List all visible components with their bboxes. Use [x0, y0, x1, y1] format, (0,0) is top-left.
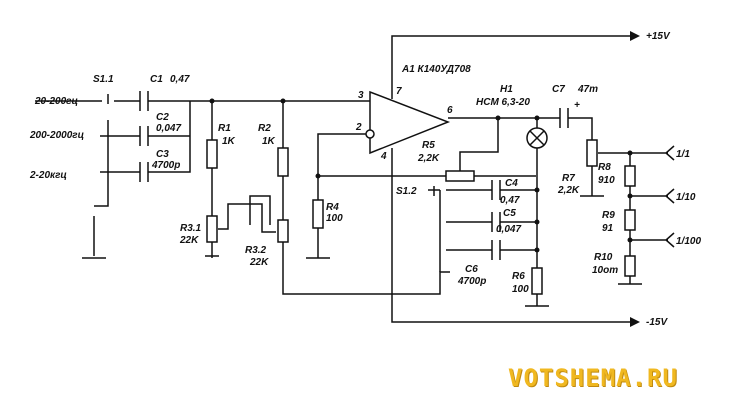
positive-rail: +15V [391, 31, 671, 99]
switch-s1-1: S1.1 [35, 74, 140, 259]
svg-text:R3.2: R3.2 [245, 245, 267, 256]
svg-text:91: 91 [602, 223, 614, 234]
svg-text:1K: 1K [222, 136, 236, 147]
svg-text:0,47: 0,47 [500, 195, 520, 206]
capacitor-c6: C6 4700p [446, 240, 537, 287]
svg-text:-15V: -15V [646, 317, 668, 328]
svg-text:R1: R1 [218, 123, 231, 134]
resistor-r6: R6 100 [512, 267, 549, 307]
svg-text:100: 100 [512, 284, 529, 295]
svg-text:1/10: 1/10 [676, 192, 696, 203]
svg-text:+: + [574, 100, 580, 111]
svg-text:S1.1: S1.1 [93, 74, 114, 85]
svg-text:0,47: 0,47 [170, 74, 190, 85]
svg-text:7: 7 [396, 86, 402, 97]
svg-text:200-2000гц: 200-2000гц [29, 130, 84, 141]
svg-text:1/100: 1/100 [676, 236, 701, 247]
svg-text:100: 100 [326, 213, 343, 224]
svg-text:0,047: 0,047 [156, 123, 181, 134]
svg-text:2,2K: 2,2K [417, 153, 440, 164]
svg-text:47m: 47m [577, 84, 598, 95]
inverting-input [317, 133, 366, 180]
svg-text:2-20кгц: 2-20кгц [29, 170, 67, 181]
capacitor-c5: C5 0,047 [446, 208, 537, 235]
svg-text:C4: C4 [505, 178, 518, 189]
svg-text:C6: C6 [465, 264, 478, 275]
svg-text:C2: C2 [156, 112, 169, 123]
svg-text:3: 3 [358, 90, 364, 101]
svg-text:R10: R10 [594, 252, 613, 263]
svg-text:C3: C3 [156, 149, 169, 160]
svg-text:22K: 22K [179, 235, 199, 246]
svg-text:S1.2: S1.2 [396, 186, 417, 197]
range-labels: 20-200гц 200-2000гц 2-20кгц [29, 96, 140, 181]
output-terminal-1-1: 1/1 [630, 145, 690, 161]
svg-text:4700p: 4700p [457, 276, 486, 287]
svg-text:R9: R9 [602, 210, 615, 221]
output-terminal-1-10: 1/10 [630, 188, 696, 204]
svg-text:6: 6 [447, 105, 453, 116]
svg-text:910: 910 [598, 175, 615, 186]
svg-text:HCM 6,3-20: HCM 6,3-20 [476, 97, 530, 108]
svg-text:0,047: 0,047 [496, 224, 521, 235]
resistor-r4: R4 100 [306, 180, 343, 259]
capacitor-c2: C2 0,047 [139, 112, 181, 146]
svg-text:C5: C5 [503, 208, 516, 219]
resistor-r10: R10 10om [592, 240, 642, 285]
resistor-r3-2: R3.2 22K [245, 195, 289, 268]
output-terminal-1-100: 1/100 [630, 232, 701, 248]
watermark-logo: VOTSHEMA.RU [508, 364, 678, 392]
svg-text:R5: R5 [422, 140, 435, 151]
svg-text:R3.1: R3.1 [180, 223, 202, 234]
resistor-r8: R8 910 [598, 153, 636, 196]
svg-text:R7: R7 [562, 173, 575, 184]
resistor-r7: R7 2,2K [557, 139, 630, 197]
svg-text:C1: C1 [150, 74, 163, 85]
svg-text:2: 2 [355, 122, 362, 133]
resistor-r1: R1 1K [206, 101, 236, 258]
svg-text:R2: R2 [258, 123, 271, 134]
cap-bus [148, 100, 370, 173]
capacitor-c3: C3 4700p [139, 149, 180, 182]
svg-text:1K: 1K [262, 136, 276, 147]
svg-text:+15V: +15V [646, 31, 671, 42]
svg-text:H1: H1 [500, 84, 513, 95]
svg-text:10om: 10om [592, 265, 618, 276]
switch-s1-2: S1.2 [396, 186, 441, 272]
svg-text:22K: 22K [249, 257, 269, 268]
resistor-r2: R2 1K [258, 101, 450, 295]
svg-text:C7: C7 [552, 84, 565, 95]
svg-text:A1 К140УД708: A1 К140УД708 [401, 64, 471, 75]
svg-text:R4: R4 [326, 202, 339, 213]
resistor-r9: R9 91 [602, 196, 636, 240]
capacitor-c1: C1 0,47 [139, 74, 190, 111]
svg-text:20-200гц: 20-200гц [34, 96, 78, 107]
resistor-r5: R5 2,2K [318, 118, 536, 182]
capacitor-c7: C7 47m + [552, 84, 598, 140]
capacitor-c4: C4 0,47 [446, 178, 537, 206]
svg-text:1/1: 1/1 [676, 149, 690, 160]
resistor-r3-1: R3.1 22K [179, 203, 276, 257]
svg-text:R8: R8 [598, 162, 611, 173]
svg-text:R6: R6 [512, 271, 525, 282]
svg-text:4: 4 [380, 151, 387, 162]
svg-text:2,2K: 2,2K [557, 185, 580, 196]
opamp-a1: A1 К140УД708 3 2 7 4 6 [355, 64, 471, 162]
negative-rail: -15V [391, 148, 668, 328]
svg-text:4700p: 4700p [151, 160, 180, 171]
